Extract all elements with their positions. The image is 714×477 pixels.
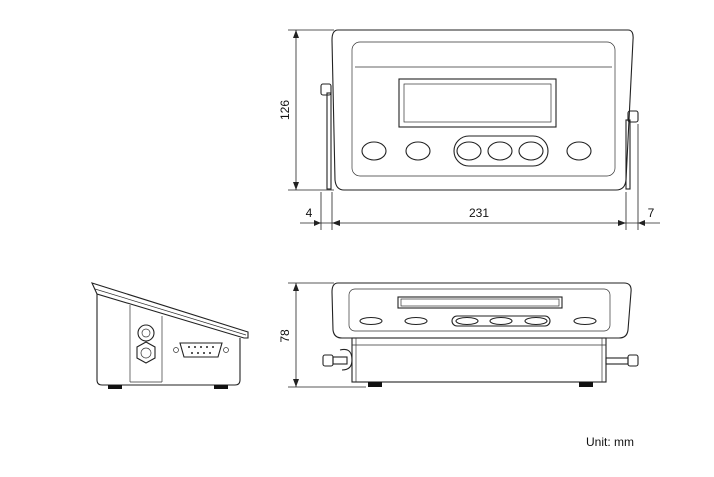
units-label: Unit: mm (586, 435, 634, 449)
foot-left (108, 385, 122, 389)
dimension-left-offset: 4 (300, 206, 332, 226)
dimension-label-78: 78 (278, 329, 292, 343)
display-window (398, 78, 557, 128)
lower-left-knob (322, 348, 353, 371)
dimension-label-231: 231 (469, 206, 489, 220)
left-knob (320, 83, 332, 190)
key-6 (566, 141, 592, 161)
dimension-label-4: 4 (306, 206, 313, 220)
lower-right-knob (605, 354, 639, 367)
foot-lower-right (579, 382, 593, 387)
key-4 (487, 141, 513, 161)
dimension-label-126: 126 (278, 100, 292, 120)
side-knob (136, 324, 156, 364)
key-group-frame (453, 135, 549, 167)
key-3 (456, 141, 482, 161)
right-knob (625, 110, 639, 190)
key-5 (518, 141, 544, 161)
dimension-front-width: 231 (332, 206, 626, 226)
dimension-front-height: 126 (278, 29, 334, 191)
dimension-label-7: 7 (648, 206, 655, 220)
db9-connector (173, 342, 229, 358)
key-2 (405, 141, 431, 161)
key-1 (361, 141, 387, 161)
side-view (90, 282, 249, 389)
dimension-depth-height: 78 (278, 282, 366, 388)
display-window-lower (397, 296, 563, 309)
bottom-front-view: 78 (278, 282, 639, 388)
foot-lower-left (368, 382, 382, 387)
front-view: 126 231 4 7 (278, 29, 660, 230)
dimension-right-offset: 7 (626, 206, 660, 226)
foot-right (214, 385, 228, 389)
